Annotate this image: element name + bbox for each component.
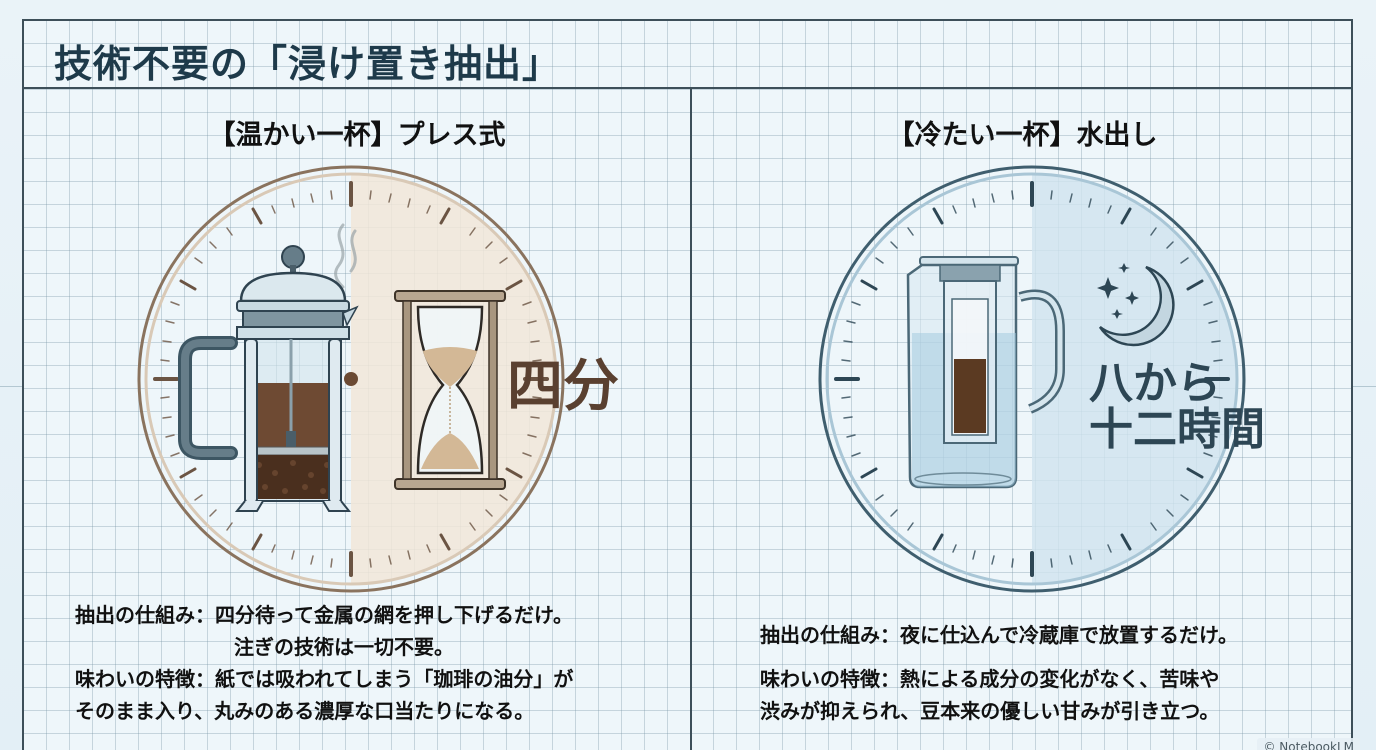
cold-panel-heading: 【冷たい一杯】水出し (887, 120, 1158, 151)
flavor-text-continued: そのまま入り、丸みのある濃厚な口当たりになる。 (75, 699, 535, 723)
mechanism-text: 夜に仕込んで冷蔵庫で放置するだけ。 (900, 623, 1238, 647)
hot-description: 抽出の仕組み：四分待って金属の網を押し下げるだけ。 注ぎの技術は一切不要。 味わ… (75, 599, 573, 727)
flavor-text: 紙では吸われてしまう「珈琲の油分」が (215, 667, 574, 691)
watermark: © NotebookLM (1257, 738, 1360, 750)
cold-brew-pitcher-icon (906, 256, 1065, 489)
steam-icon (334, 223, 357, 289)
cold-flavor-row: 味わいの特徴：熱による成分の変化がなく、苦味や (760, 663, 1238, 695)
crescent-moon-icon (1098, 265, 1175, 347)
hourglass-icon (394, 290, 506, 490)
clock-outer-ring (818, 165, 1246, 593)
panel-divider (690, 89, 692, 750)
grid-marker-line (0, 386, 22, 387)
clock-outer-ring (137, 165, 565, 593)
mechanism-text: 四分待って金属の網を押し下げるだけ。 (215, 603, 573, 627)
hot-flavor-row: 味わいの特徴：紙では吸われてしまう「珈琲の油分」が (75, 663, 573, 695)
cold-duration-label: 八から 十二時間 (1089, 358, 1265, 456)
flavor-text-continued: 渋みが抑えられ、豆本来の優しい甘みが引き立つ。 (760, 699, 1220, 723)
cold-duration-line1: 八から (1089, 358, 1221, 409)
hot-duration-label: 四分 (507, 353, 619, 419)
cold-brew-panel: 【冷たい一杯】水出し (692, 91, 1353, 750)
graph-paper-frame: 技術不要の「浸け置き抽出」 【温かい一杯】プレス式 (22, 19, 1353, 750)
cold-clock-diagram (814, 161, 1250, 597)
page-title: 技術不要の「浸け置き抽出」 (54, 42, 562, 86)
grid-marker-line (1353, 386, 1376, 387)
hot-mechanism-row: 抽出の仕組み：四分待って金属の網を押し下げるだけ。 (75, 599, 573, 631)
mechanism-label: 抽出の仕組み： (75, 603, 215, 627)
cold-duration-line2: 十二時間 (1089, 404, 1265, 456)
flavor-label: 味わいの特徴： (760, 667, 900, 691)
stars-icon (1097, 263, 1139, 319)
mechanism-text-continued: 注ぎの技術は一切不要。 (234, 635, 454, 659)
flavor-text: 熱による成分の変化がなく、苦味や (900, 667, 1220, 691)
clock-ticks (834, 181, 1230, 577)
clock-center-dot (344, 372, 358, 386)
hot-press-panel: 【温かい一杯】プレス式 (24, 91, 690, 750)
hot-panel-heading: 【温かい一杯】プレス式 (208, 120, 506, 151)
flavor-label: 味わいの特徴： (75, 667, 215, 691)
clock-ticks (153, 181, 549, 577)
mechanism-label: 抽出の仕組み： (760, 623, 900, 647)
hot-clock-diagram (133, 161, 569, 597)
cold-description: 抽出の仕組み：夜に仕込んで冷蔵庫で放置するだけ。 味わいの特徴：熱による成分の変… (760, 619, 1238, 727)
title-bar: 技術不要の「浸け置き抽出」 (24, 21, 1351, 89)
cold-mechanism-row: 抽出の仕組み：夜に仕込んで冷蔵庫で放置するだけ。 (760, 619, 1238, 651)
french-press-icon (178, 245, 359, 512)
